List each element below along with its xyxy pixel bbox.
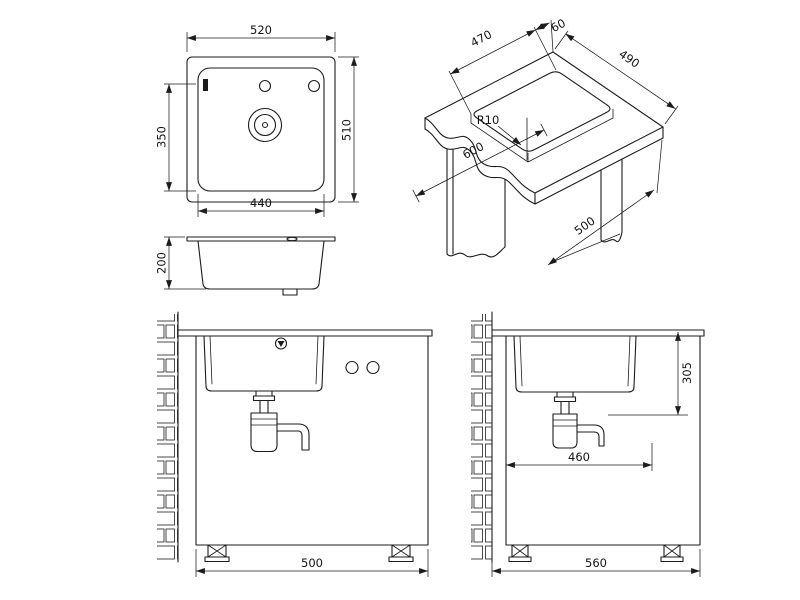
dim-overall-depth: 510: [338, 56, 359, 203]
cabinet-outline-side: [505, 335, 701, 546]
dim-label-460: 460: [568, 450, 590, 464]
sink-rim-section: [186, 236, 336, 242]
cabinet-leg-front-right: [388, 544, 414, 563]
overflow-slot: [203, 79, 208, 91]
dim-cabinet-depth: 560: [491, 549, 701, 577]
dim-label-470: 470: [468, 27, 494, 50]
sink-bowl-section: [197, 240, 325, 290]
siphon-trap-side: [552, 391, 605, 449]
cabinet-leg-side-right: [660, 544, 684, 563]
drain-stub: [282, 288, 298, 296]
dim-bowl-depth: 200: [155, 236, 206, 290]
dim-bowl-length: 350: [155, 83, 196, 192]
sink-outer-rim: [186, 56, 336, 203]
dim-label-500-depth: 500: [572, 214, 598, 238]
front-installation-view: 500: [157, 311, 433, 577]
dim-label-510: 510: [340, 119, 354, 141]
dim-overall-width: 520: [186, 23, 336, 52]
dim-label-305: 305: [680, 362, 694, 384]
dim-cabinet-width: 500: [195, 549, 429, 577]
dim-back-offset: 60: [535, 16, 568, 53]
drain-outlet: [247, 107, 283, 143]
dim-bowl-width: 440: [197, 194, 325, 217]
sink-bowl-inner-walls: [209, 335, 319, 385]
counter-hole-2: [366, 360, 380, 375]
dim-inner-depth: 460: [506, 443, 653, 471]
sink-top-view: 520 510 350 440: [155, 23, 359, 217]
dim-label-560: 560: [585, 556, 607, 570]
sink-bowl-front: [203, 335, 325, 392]
cabinet-leg-front-left: [204, 544, 230, 563]
cabinet-leg-side-left: [508, 544, 532, 563]
dim-label-440: 440: [250, 196, 272, 210]
dim-label-490: 490: [616, 47, 642, 71]
countertop-side: [491, 329, 705, 337]
dim-label-60: 60: [548, 16, 567, 35]
tap-hole-1: [258, 79, 272, 93]
dim-label-500-cabinet: 500: [301, 556, 323, 570]
siphon-trap-front: [250, 390, 310, 453]
wall-bricks-side: [471, 314, 492, 560]
pop-up-knob: [274, 337, 288, 350]
dim-label-350: 350: [155, 126, 169, 148]
wall-bricks: [157, 314, 178, 560]
worktop-thickness-edge: [534, 126, 664, 205]
worktop-cutout-view: 470 60 490 R10 600 500: [412, 16, 679, 266]
dim-label-520: 520: [250, 23, 272, 37]
dim-label-r10: R10: [477, 113, 500, 127]
tap-hole-2: [307, 79, 321, 93]
cabinet-outline-front: [195, 335, 429, 546]
dim-label-200: 200: [155, 252, 169, 274]
dim-outlet-height: 305: [608, 332, 694, 416]
sink-section-view: 200: [155, 236, 336, 296]
sink-bowl-side: [513, 335, 637, 393]
side-installation-view: 305 460 560: [471, 311, 705, 577]
countertop-front: [177, 329, 433, 337]
counter-hole-1: [345, 360, 359, 375]
sink-bowl-outline: [197, 67, 325, 192]
sink-bowl-inner-walls-side: [519, 335, 631, 387]
tap-hole-section: [286, 236, 298, 242]
